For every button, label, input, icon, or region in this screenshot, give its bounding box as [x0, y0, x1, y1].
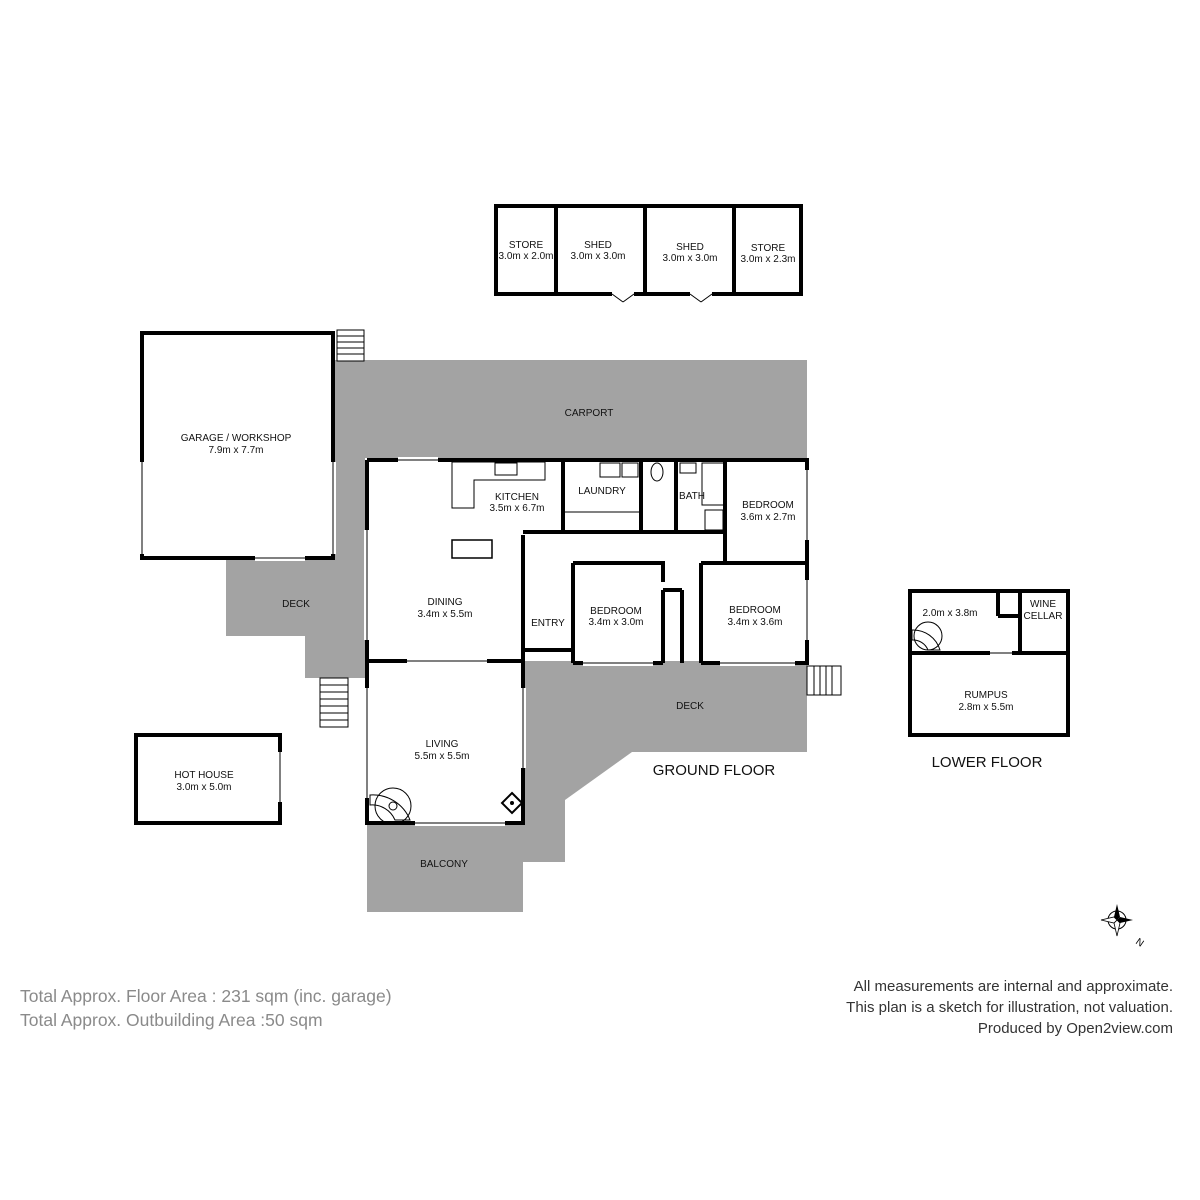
- fireplace: [500, 791, 524, 815]
- lower-floor-walls: [908, 589, 1070, 737]
- wine-cellar-line1: WINE: [1030, 599, 1056, 610]
- laundry-name: LAUNDRY: [578, 486, 626, 497]
- shed-2-name: SHED: [676, 242, 704, 253]
- bedroom-2-name: BEDROOM: [590, 606, 642, 617]
- bedroom-1-name: BEDROOM: [742, 500, 794, 511]
- total-outbuilding-area: Total Approx. Outbuilding Area :50 sqm: [20, 1010, 323, 1030]
- disclaimer: All measurements are internal and approx…: [846, 976, 1173, 1039]
- dining-size: 3.4m x 5.5m: [417, 609, 472, 620]
- living-name: LIVING: [426, 739, 459, 750]
- shed-2-size: 3.0m x 3.0m: [662, 253, 717, 264]
- lower-floor: 2.0m x 3.8m WINE CELLAR RUMPUS 2.8m x 5.…: [908, 589, 1070, 771]
- deck-main-area: [523, 659, 807, 862]
- garage: GARAGE / WORKSHOP 7.9m x 7.7m: [139, 331, 336, 561]
- main-house: CARPORT DECK KITCHEN 3.5m x 6.7m LAUNDRY…: [282, 408, 810, 870]
- disclaimer-line-2: This plan is a sketch for illustration, …: [846, 999, 1173, 1016]
- lower-floor-label: LOWER FLOOR: [932, 754, 1043, 771]
- store-1-size: 3.0m x 2.0m: [498, 251, 553, 262]
- kitchen-size: 3.5m x 6.7m: [489, 503, 544, 514]
- store-2-walls: [732, 204, 803, 296]
- hot-house-name: HOT HOUSE: [174, 770, 234, 781]
- lower-room-size: 2.0m x 3.8m: [922, 608, 977, 619]
- store-2-size: 3.0m x 2.3m: [740, 254, 795, 265]
- spiral-stairs: [369, 787, 412, 825]
- garage-name: GARAGE / WORKSHOP: [181, 433, 292, 444]
- produced-by: Produced by Open2view.com: [977, 1020, 1173, 1037]
- bedroom-2-size: 3.4m x 3.0m: [588, 617, 643, 628]
- outbuildings: STORE 3.0m x 2.0m SHED 3.0m x 3.0m SHED …: [134, 204, 803, 825]
- disclaimer-line-1: All measurements are internal and approx…: [853, 978, 1173, 995]
- store-1-name: STORE: [509, 240, 544, 251]
- bedroom-1-size: 3.6m x 2.7m: [740, 512, 795, 523]
- deck-left-area: [226, 460, 365, 678]
- carport-area: [333, 360, 807, 655]
- entry-name: ENTRY: [531, 618, 565, 629]
- shed-door: [611, 291, 635, 303]
- living-size: 5.5m x 5.5m: [414, 751, 469, 762]
- carport-name: CARPORT: [565, 408, 614, 419]
- stairs-deck-right: [806, 665, 842, 696]
- bedroom-3-name: BEDROOM: [729, 605, 781, 616]
- balcony-area: [367, 823, 523, 912]
- shed-door: [689, 291, 713, 303]
- deck-main-name: DECK: [676, 701, 704, 712]
- bath-name: BATH: [679, 491, 705, 502]
- rumpus-size: 2.8m x 5.5m: [958, 702, 1013, 713]
- shed-1-name: SHED: [584, 240, 612, 251]
- shed-1-size: 3.0m x 3.0m: [570, 251, 625, 262]
- ground-floor-label: GROUND FLOOR: [653, 762, 776, 779]
- garage-size: 7.9m x 7.7m: [208, 445, 263, 456]
- stairs-garage: [336, 329, 365, 362]
- shaded-areas: [226, 360, 807, 912]
- stairs-deck-left: [319, 677, 349, 728]
- bedroom-3-size: 3.4m x 3.6m: [727, 617, 782, 628]
- area-notes: Total Approx. Floor Area : 231 sqm (inc.…: [20, 984, 392, 1032]
- rumpus-name: RUMPUS: [964, 690, 1008, 701]
- compass-icon: N: [1100, 904, 1146, 950]
- deck-left-name: DECK: [282, 599, 310, 610]
- total-floor-area: Total Approx. Floor Area : 231 sqm (inc.…: [20, 986, 392, 1006]
- compass-north-letter: N: [1133, 936, 1145, 949]
- hot-house-size: 3.0m x 5.0m: [176, 782, 231, 793]
- wine-cellar-line2: CELLAR: [1024, 611, 1063, 622]
- kitchen-name: KITCHEN: [495, 492, 539, 503]
- balcony-name: BALCONY: [420, 859, 468, 870]
- store-2-name: STORE: [751, 243, 786, 254]
- garage-walls: [140, 331, 335, 560]
- dining-name: DINING: [428, 597, 463, 608]
